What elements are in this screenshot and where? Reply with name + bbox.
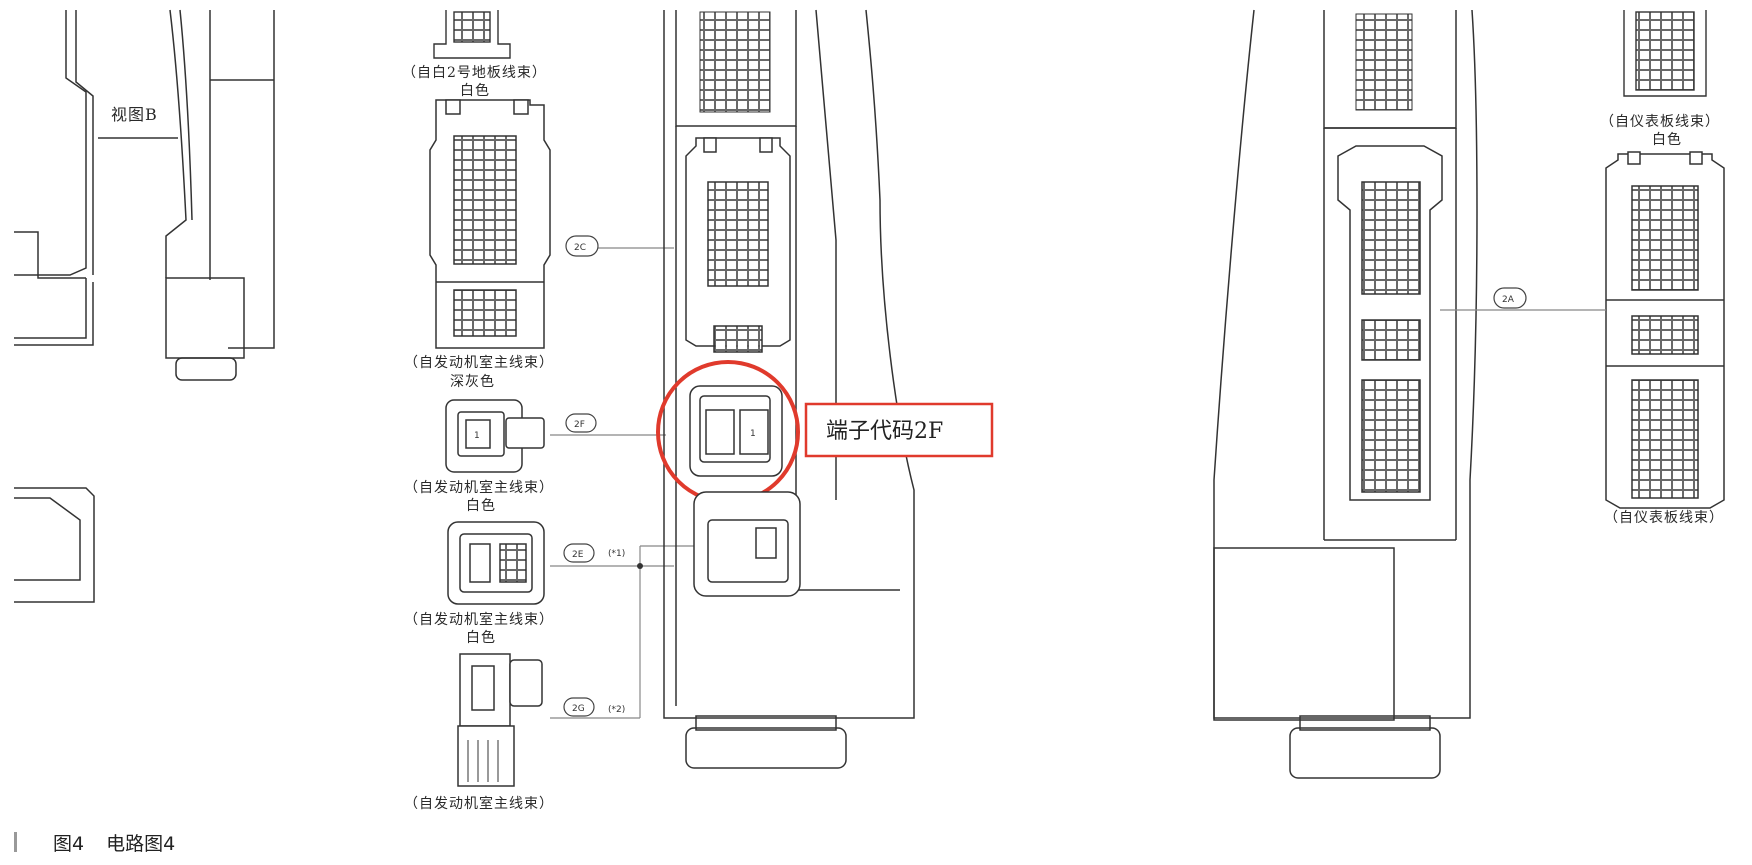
note-2: (*2): [608, 705, 625, 715]
connector-2c-drawing: [429, 99, 551, 349]
right-panel-outline: [1213, 9, 1478, 779]
floor-harness-label: （自白2号地板线束）: [402, 65, 547, 81]
svg-text:1: 1: [474, 431, 480, 441]
right-center-connector-2a: [1337, 145, 1443, 501]
svg-text:2E: 2E: [572, 550, 584, 560]
note-1: (*1): [608, 549, 625, 559]
svg-text:2C: 2C: [574, 243, 586, 253]
engine-harness-label-3: （自发动机室主线束）: [404, 611, 554, 628]
view-b-label: 视图B: [111, 105, 158, 124]
code-bubble-2a: 2A: [1493, 287, 1527, 309]
center-connector-2e: [693, 491, 801, 597]
dash-harness-label-2: （自仪表板线束）: [1604, 510, 1724, 526]
white-label-1: 白色: [460, 82, 490, 99]
connector-2f-drawing: 1: [445, 399, 545, 473]
left-panel-outline: [14, 9, 275, 603]
callout-box: 端子代码2F: [804, 402, 994, 458]
leaders-left: [550, 247, 694, 719]
code-bubble-2g: 2G: [563, 697, 595, 717]
white-label-4: 白色: [1652, 131, 1682, 148]
dash-harness-connector-top: [1623, 10, 1707, 97]
code-bubble-2f: 2F: [565, 413, 597, 433]
white-label-2: 白色: [466, 497, 496, 514]
code-bubble-2c: 2C: [565, 235, 599, 257]
svg-text:1: 1: [750, 429, 756, 439]
connector-2g-drawing: [457, 653, 543, 787]
callout-text: 端子代码2F: [826, 419, 943, 444]
dash-harness-label-1: （自仪表板线束）: [1600, 114, 1720, 130]
connector-2e-drawing: [447, 521, 545, 605]
dark-gray-label: 深灰色: [450, 373, 495, 390]
svg-text:2G: 2G: [572, 704, 585, 714]
svg-text:2F: 2F: [574, 420, 585, 430]
center-connector-2c: [685, 137, 791, 353]
circuit-diagram: 视图B （自白2号地板线束） 白色 （自发动机室主线束） 深灰色 1 （自发动机…: [14, 9, 1725, 812]
figure-caption: 图4 电路图4: [14, 828, 175, 856]
svg-text:2A: 2A: [1502, 295, 1515, 305]
figure-number: 图4: [53, 832, 85, 855]
engine-harness-label-1: （自发动机室主线束）: [404, 354, 554, 371]
engine-harness-label-4: （自发动机室主线束）: [404, 795, 554, 812]
figure-title: 电路图4: [106, 832, 176, 855]
engine-harness-label-2: （自发动机室主线束）: [404, 479, 554, 496]
code-bubble-2e: 2E: [563, 543, 595, 563]
floor-harness-connector: [433, 10, 511, 59]
white-label-3: 白色: [466, 629, 496, 646]
dash-harness-connector-2a: [1605, 151, 1725, 509]
right-top-pins: [1355, 13, 1413, 111]
caption-marker: [14, 832, 17, 852]
center-top-pins: [699, 11, 771, 113]
center-connector-2f: 1: [689, 385, 783, 477]
